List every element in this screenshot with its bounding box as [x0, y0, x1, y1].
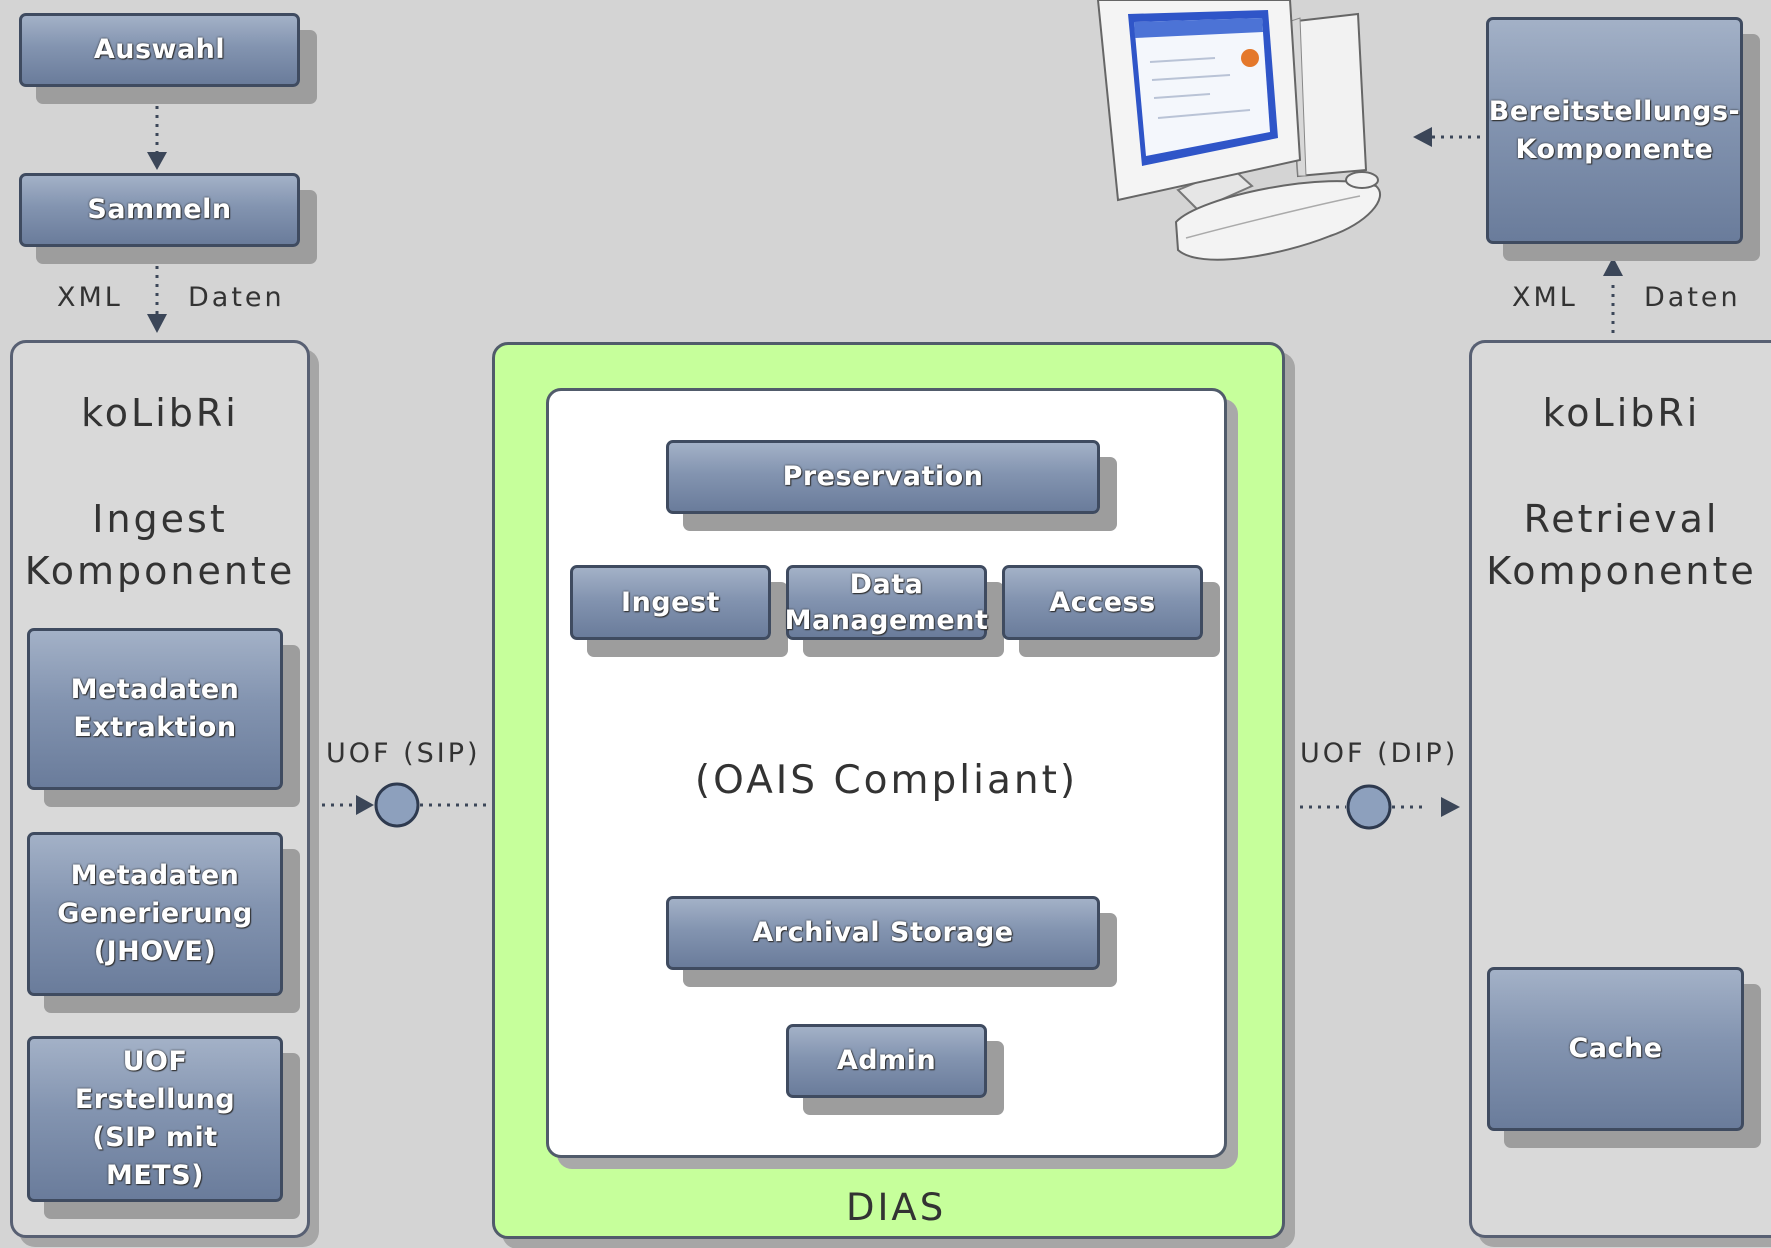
- archival-storage-box: Archival Storage: [666, 896, 1100, 970]
- dias-label: DIAS: [846, 1186, 947, 1229]
- arrowhead-to-sip-node: [356, 795, 374, 815]
- dip-node: [1346, 784, 1392, 830]
- uof-creation-box: UOF Erstellung (SIP mit METS): [27, 1036, 283, 1202]
- retrieval-panel-title: koLibRi: [1542, 391, 1701, 435]
- arrowhead-from-dip-node: [1441, 797, 1460, 817]
- metadata-extraction-box: Metadaten Extraktion: [27, 628, 283, 790]
- sip-label: UOF (SIP): [326, 738, 481, 769]
- data-management-box: Data Management: [785, 565, 988, 640]
- dip-label: UOF (DIP): [1300, 738, 1459, 769]
- retrieval-panel-subtitle: Retrieval Komponente: [1486, 497, 1757, 593]
- arrowhead-to-provision: [1603, 257, 1623, 276]
- xml-label-left: XML: [57, 282, 123, 313]
- arrowhead-to-ingest: [147, 314, 167, 333]
- auswahl-box: Auswahl: [19, 13, 300, 87]
- ingest-box: Ingest: [570, 565, 771, 640]
- cache-box: Cache: [1487, 967, 1744, 1131]
- metadata-generation-box: Metadaten Generierung (JHOVE): [27, 832, 283, 996]
- provision-component-box: Bereitstellungs- Komponente: [1486, 17, 1743, 244]
- oais-compliance-label: (OAIS Compliant): [694, 758, 1079, 803]
- arrowhead-to-sammeln: [147, 152, 167, 170]
- ingest-panel-title: koLibRi: [81, 391, 239, 435]
- access-box: Access: [1002, 565, 1203, 640]
- ingest-panel-subtitle: Ingest Komponente: [24, 497, 296, 593]
- daten-label-right: Daten: [1644, 282, 1741, 313]
- daten-label-left: Daten: [188, 282, 285, 313]
- arrowhead-to-computer: [1413, 127, 1432, 147]
- preservation-box: Preservation: [666, 440, 1100, 514]
- admin-box: Admin: [786, 1024, 987, 1098]
- sammeln-box: Sammeln: [19, 173, 300, 247]
- sip-node: [374, 782, 420, 828]
- xml-label-right: XML: [1512, 282, 1578, 313]
